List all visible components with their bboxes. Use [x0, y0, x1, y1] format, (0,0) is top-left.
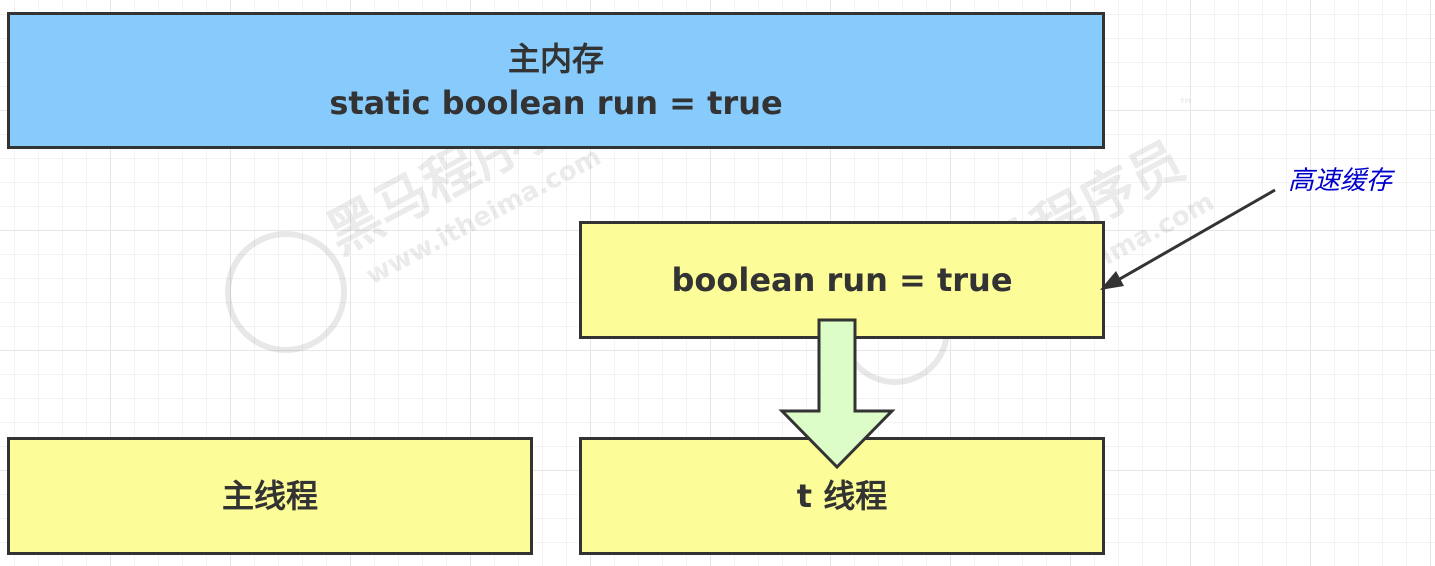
t-thread-label: t 线程 — [796, 477, 888, 515]
main-memory-box: 主内存 static boolean run = true — [7, 12, 1105, 149]
t-thread-box: t 线程 — [579, 437, 1105, 555]
cache-code: boolean run = true — [671, 261, 1013, 299]
down-arrow — [778, 318, 896, 470]
callout-line — [1117, 188, 1276, 282]
main-memory-code: static boolean run = true — [329, 83, 783, 122]
main-thread-label: 主线程 — [221, 477, 318, 515]
callout-arrowhead — [1100, 271, 1124, 290]
cache-label: 高速缓存 — [1288, 166, 1393, 196]
main-memory-title: 主内存 — [507, 39, 604, 78]
main-thread-box: 主线程 — [7, 437, 533, 555]
